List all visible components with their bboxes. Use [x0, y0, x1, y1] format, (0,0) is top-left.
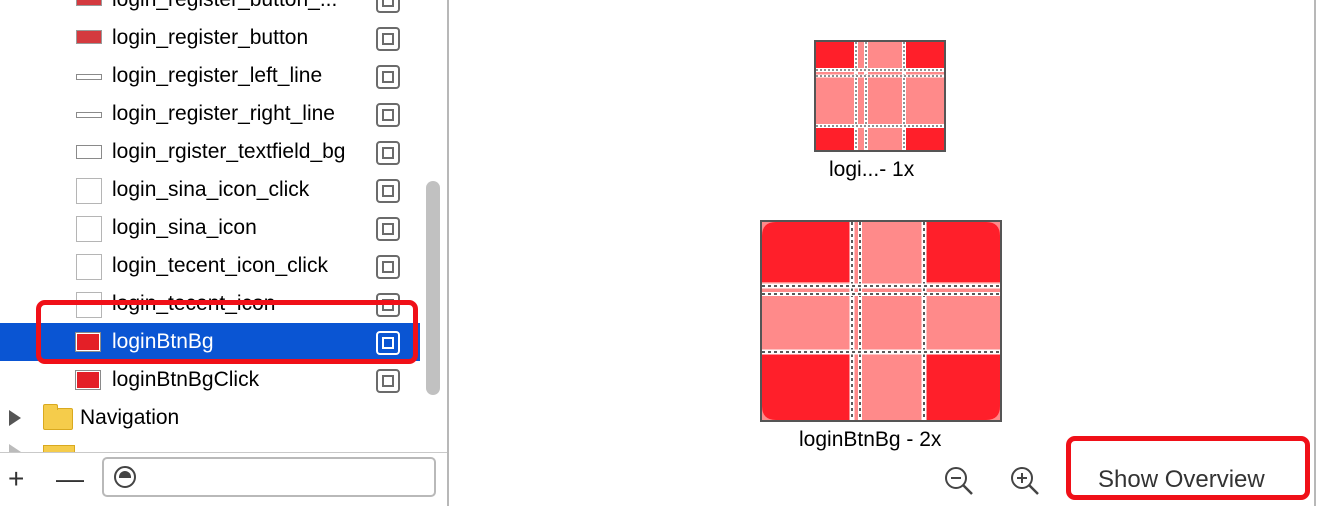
pane-divider[interactable]	[447, 0, 449, 506]
sidebar-scrollbar[interactable]	[426, 181, 440, 395]
asset-row-login-tecent-icon-click[interactable]: login_tecent_icon_click	[0, 247, 420, 285]
slicing-toggle[interactable]	[376, 293, 400, 317]
asset-label: login_register_right_line	[112, 102, 335, 125]
asset-row-login-register-button-truncated[interactable]: login_register_button_...	[0, 0, 420, 19]
disclosure-triangle-icon[interactable]	[9, 410, 21, 426]
asset-row-login-sina-icon[interactable]: login_sina_icon	[0, 209, 420, 247]
asset-label: login_register_left_line	[112, 64, 323, 87]
filter-field[interactable]	[102, 457, 436, 497]
asset-label: login_sina_icon_click	[112, 178, 310, 201]
asset-thumbnail	[76, 30, 102, 44]
filter-icon	[114, 466, 136, 488]
slicing-toggle[interactable]	[376, 179, 400, 203]
slicing-toggle[interactable]	[376, 0, 400, 13]
slicing-toggle[interactable]	[376, 369, 400, 393]
asset-row-login-rgister-textfield-bg[interactable]: login_rgister_textfield_bg	[0, 133, 420, 171]
image-2x-caption: loginBtnBg - 2x	[799, 428, 942, 451]
asset-label: loginBtnBg	[112, 330, 214, 353]
folder-icon	[43, 445, 75, 452]
sidebar-footer: + —	[0, 452, 448, 507]
asset-thumbnail	[76, 112, 102, 118]
zoom-in-icon[interactable]	[1010, 466, 1040, 496]
asset-thumbnail	[76, 0, 102, 6]
image-1x-preview[interactable]	[814, 40, 946, 152]
slicing-toggle[interactable]	[376, 141, 400, 165]
asset-thumbnail	[76, 216, 102, 242]
asset-row-login-register-right-line[interactable]: login_register_right_line	[0, 95, 420, 133]
asset-label: login_register_button	[112, 26, 309, 49]
image-2x-preview[interactable]	[760, 220, 1002, 422]
zoom-out-icon[interactable]	[944, 466, 974, 496]
asset-thumbnail	[76, 254, 102, 280]
asset-label: loginBtnBgClick	[112, 368, 260, 391]
slicing-toggle[interactable]	[376, 255, 400, 279]
highlight-show-overview	[1066, 436, 1310, 500]
folder-row-navigation[interactable]: Navigation	[0, 399, 420, 437]
filter-input[interactable]	[144, 465, 428, 491]
asset-row-login-sina-icon-click[interactable]: login_sina_icon_click	[0, 171, 420, 209]
pane-edge	[1314, 0, 1316, 506]
asset-row-loginbtnbgclick[interactable]: loginBtnBgClick	[0, 361, 420, 399]
asset-thumbnail	[76, 292, 102, 318]
slicing-toggle[interactable]	[376, 217, 400, 241]
slicing-toggle[interactable]	[376, 27, 400, 51]
asset-thumbnail	[75, 332, 101, 352]
asset-thumbnail	[76, 74, 102, 80]
show-overview-button[interactable]: Show Overview	[1098, 466, 1265, 493]
asset-row-login-register-left-line[interactable]: login_register_left_line	[0, 57, 420, 95]
folder-label: Navigation	[80, 406, 180, 429]
asset-label: login_register_button_...	[112, 0, 337, 19]
asset-row-loginbtnbg-selected[interactable]: loginBtnBg	[0, 323, 420, 361]
asset-label: login_rgister_textfield_bg	[112, 140, 346, 163]
asset-row-login-register-button[interactable]: login_register_button	[0, 19, 420, 57]
asset-thumbnail	[76, 145, 102, 159]
highlight-selected-asset	[36, 300, 418, 364]
asset-list-sidebar: login_register_button_... login_register…	[0, 0, 448, 452]
asset-thumbnail	[75, 370, 101, 390]
asset-thumbnail	[76, 178, 102, 204]
asset-label: login_sina_icon	[112, 216, 257, 239]
add-button[interactable]: +	[8, 463, 25, 494]
slicing-toggle[interactable]	[376, 103, 400, 127]
remove-button[interactable]: —	[56, 463, 84, 494]
folder-icon	[43, 404, 73, 430]
slicing-toggle[interactable]	[376, 65, 400, 89]
image-1x-caption: logi...- 1x	[829, 158, 915, 181]
asset-label: login_tecent_icon_click	[112, 254, 328, 277]
disclosure-triangle-icon[interactable]	[9, 444, 21, 452]
slicing-toggle[interactable]	[376, 331, 400, 355]
